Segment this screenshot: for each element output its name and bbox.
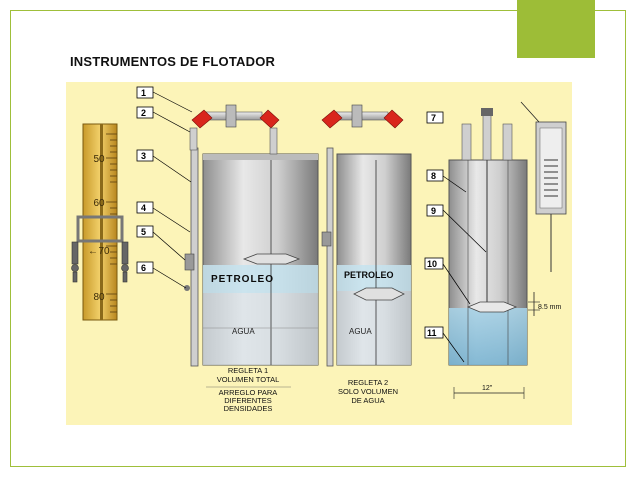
caption-regleta1-1: REGLETA 1 bbox=[228, 366, 268, 375]
caption-arreglo-1: ARREGLO PARA bbox=[219, 388, 278, 397]
caption-arreglo-3: DENSIDADES bbox=[224, 404, 273, 413]
callout-6: 6 bbox=[141, 263, 146, 273]
callout-11: 11 bbox=[427, 328, 437, 338]
svg-text:←: ← bbox=[88, 246, 98, 257]
ruler-tick-70: 70 bbox=[98, 246, 110, 257]
tank-1: PETROLEO AGUA bbox=[184, 104, 319, 367]
callout-7: 7 bbox=[431, 113, 436, 123]
callout-3: 3 bbox=[141, 151, 146, 161]
caption-regleta2-1: REGLETA 2 bbox=[348, 378, 388, 387]
float-instruments-diagram: 50 60 70 80 ← PETROLEO AGUA bbox=[66, 82, 572, 425]
width-dimension: 12" bbox=[482, 385, 493, 392]
callout-1: 1 bbox=[141, 88, 146, 98]
level-ruler: 50 60 70 80 ← bbox=[71, 123, 129, 321]
callout-8: 8 bbox=[431, 171, 436, 181]
ruler-tick-60: 60 bbox=[93, 198, 105, 209]
slide-frame bbox=[10, 10, 626, 467]
ruler-tick-50: 50 bbox=[93, 154, 105, 165]
callout-9: 9 bbox=[431, 206, 436, 216]
caption-arreglo-2: DIFERENTES bbox=[224, 396, 272, 405]
caption-regleta2-2: SOLO VOLUMEN bbox=[338, 387, 398, 396]
callouts: 1 2 3 4 5 6 7 8 9 10 11 bbox=[136, 86, 487, 363]
callout-2: 2 bbox=[141, 108, 146, 118]
ruler-tick-80: 80 bbox=[93, 292, 105, 303]
caption-regleta1-2: VOLUMEN TOTAL bbox=[217, 375, 280, 384]
callout-5: 5 bbox=[141, 227, 146, 237]
callout-10: 10 bbox=[427, 259, 437, 269]
callout-4: 4 bbox=[141, 203, 146, 213]
tank2-agua-label: AGUA bbox=[349, 327, 372, 336]
tank-2: PETROLEO AGUA bbox=[321, 104, 412, 367]
tank-3: 8.5 mm 12" bbox=[448, 108, 562, 399]
accent-block bbox=[517, 0, 595, 58]
tank1-agua-label: AGUA bbox=[232, 327, 255, 336]
gap-dimension: 8.5 mm bbox=[538, 304, 562, 311]
tank1-petroleo-label: PETROLEO bbox=[211, 274, 274, 285]
caption-regleta2-3: DE AGUA bbox=[351, 396, 384, 405]
float-detail bbox=[520, 101, 567, 272]
slide-title: INSTRUMENTOS DE FLOTADOR bbox=[70, 54, 276, 69]
tank2-petroleo-label: PETROLEO bbox=[344, 270, 394, 280]
